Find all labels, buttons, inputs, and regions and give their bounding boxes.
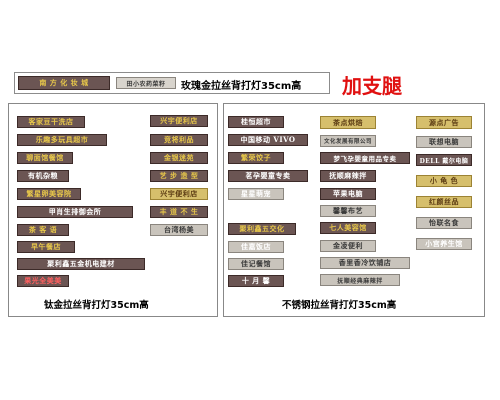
left-plate-10: 果光全美美: [17, 275, 69, 287]
right-plate-1: 桂恒超市: [228, 116, 284, 128]
left-plate-col2-1: 兴宇便利店: [150, 115, 208, 127]
right-plate-col3-5: 红颜丝品: [416, 196, 472, 208]
right-plate-col3-3: DELL 戴尔电脑: [416, 154, 472, 166]
sample-sign-brown: 南 方 化 妆 城: [18, 76, 110, 90]
right-plate-6: 聚利鑫五交化: [228, 223, 296, 235]
right-plate-9: 十 月 馨: [228, 275, 284, 287]
right-plate-col2-9: 香里香冷饮铺店: [320, 257, 410, 269]
right-plate-8: 佳记餐馆: [228, 258, 284, 270]
right-plate-col3-2: 联想电脑: [416, 136, 472, 148]
right-plate-col2-8: 金凌便利: [320, 240, 376, 252]
left-plate-col2-6: 丰 道 不 生: [150, 206, 208, 218]
left-plate-col2-3: 金银迷苑: [150, 152, 208, 164]
left-plate-8: 早午餐店: [17, 241, 75, 253]
right-plate-col3-6: 怡联名食: [416, 217, 472, 229]
left-plate-col2-5: 兴宇便利店: [150, 188, 208, 200]
left-plate-3: 聊面馆餐馆: [17, 152, 73, 164]
headline: 加支腿: [342, 74, 402, 98]
left-plate-col2-4: 艺 步 造 型: [150, 170, 208, 182]
right-plate-col2-6: 馨馨布艺: [320, 205, 376, 217]
right-plate-3: 繁荣饺子: [228, 152, 284, 164]
right-panel-caption: 不锈钢拉丝背打灯35cm高: [282, 300, 397, 311]
left-panel-caption: 钛金拉丝背打灯35cm高: [44, 300, 149, 311]
right-plate-5: 星星萌宠: [228, 188, 284, 200]
right-plate-2: 中国移动 VIVO: [228, 134, 308, 146]
right-plate-7: 佳嘉饭店: [228, 241, 284, 253]
left-plate-6: 甲肖生排御会所: [17, 206, 133, 218]
right-plate-col3-7: 小宫养生馆: [416, 238, 472, 250]
left-plate-col2-7: 台湾杨美: [150, 224, 208, 236]
left-plate-col2-2: 竞将利品: [150, 134, 208, 146]
right-plate-col2-3: 梦飞孕婴童用品专卖: [320, 152, 410, 164]
left-plate-9: 聚利鑫五金机电建材: [17, 258, 145, 270]
left-plate-5: 繁星卵美容院: [17, 188, 81, 200]
right-plate-col2-5: 苹果电脑: [320, 188, 376, 200]
right-plate-col2-10: 抚顺经典麻辣拌: [320, 274, 400, 286]
right-plate-col2-1: 茶点烘焙: [320, 116, 376, 129]
left-plate-1: 客家豆干洗店: [17, 116, 85, 128]
left-plate-2: 乐趣多玩具超市: [17, 134, 107, 146]
left-plate-4: 有机杂粮: [17, 170, 69, 182]
right-plate-4: 茗孕婴童专卖: [228, 170, 308, 182]
left-plate-7: 茶 客 语: [17, 224, 69, 236]
right-plate-col2-7: 七人美容馆: [320, 222, 376, 234]
right-plate-col3-1: 源点广告: [416, 116, 472, 129]
right-plate-col2-2: 文化发展有限公司: [320, 135, 376, 147]
right-plate-col2-4: 抚顺麻辣拌: [320, 170, 376, 182]
right-plate-col3-4: 小 龟 色: [416, 175, 472, 187]
header-title: 玫瑰金拉丝背打灯35cm高: [181, 81, 302, 92]
sample-sign-silver: 田小农药菜籽: [116, 77, 176, 89]
